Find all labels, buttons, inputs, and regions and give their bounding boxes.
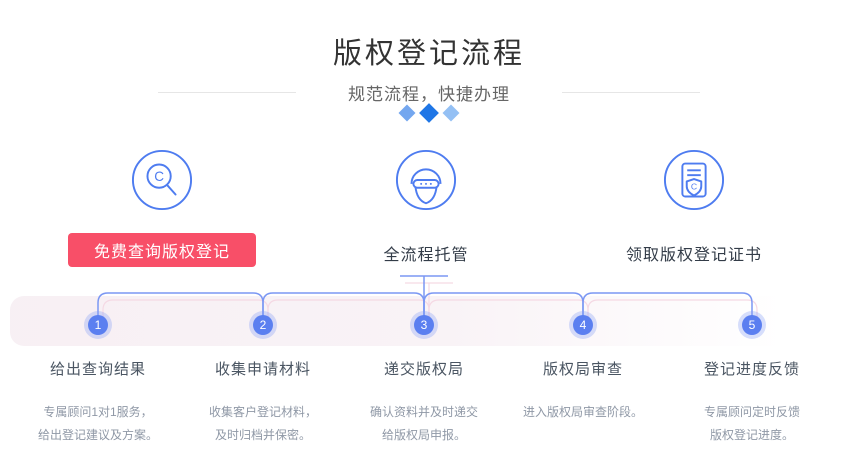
step-description: 确认资料并及时递交 给版权局申报。 [334, 401, 514, 447]
diamond-icon [398, 104, 416, 122]
subtitle-row: 规范流程，快捷办理 [0, 80, 858, 105]
step-node-3: 3 [414, 315, 434, 335]
desc-line: 专属顾问定时反馈 [703, 405, 800, 419]
svg-text:C: C [154, 169, 164, 184]
step-node-1: 1 [88, 315, 108, 335]
desc-line: 进入版权局审查阶段。 [522, 405, 643, 419]
step-description: 进入版权局审查阶段。 [493, 401, 673, 424]
diamond-icon [419, 103, 439, 123]
page-title: 版权登记流程 [332, 38, 525, 70]
divider-right [562, 92, 700, 93]
step-column: 收集申请材料 收集客户登记材料， 及时归档并保密。 [173, 358, 353, 447]
step-column: 递交版权局 确认资料并及时递交 给版权局申报。 [334, 358, 514, 447]
step-title: 给出查询结果 [49, 361, 146, 378]
desc-line: 版权登记进度。 [709, 428, 794, 442]
free-query-button[interactable]: 免费查询版权登记 [68, 233, 256, 267]
diamond-accents [0, 103, 858, 123]
step-description: 专属顾问1对1服务， 给出登记建议及方案。 [8, 401, 188, 447]
feature-label-certificate: 领取版权登记证书 [625, 247, 762, 264]
desc-line: 及时归档并保密。 [214, 428, 311, 442]
svg-text:C: C [691, 182, 697, 192]
step-title: 版权局审查 [542, 361, 623, 378]
step-column: 登记进度反馈 专属顾问定时反馈 版权登记进度。 [662, 358, 842, 447]
step-node-4: 4 [573, 315, 593, 335]
step-title: 收集申请材料 [214, 361, 311, 378]
diamond-icon [442, 104, 460, 122]
copyright-search-icon: C [131, 149, 193, 211]
certificate-icon: C [663, 149, 725, 211]
step-node-2: 2 [253, 315, 273, 335]
timeline-background-band [10, 296, 816, 346]
divider-left [158, 92, 296, 93]
feature-label-hosting: 全流程托管 [383, 247, 469, 264]
step-title: 递交版权局 [383, 361, 464, 378]
agent-icon [395, 149, 457, 211]
desc-line: 专属顾问1对1服务， [43, 405, 153, 419]
step-column: 版权局审查 进入版权局审查阶段。 [493, 358, 673, 424]
page-subtitle: 规范流程，快捷办理 [348, 85, 510, 104]
step-description: 收集客户登记材料， 及时归档并保密。 [173, 401, 353, 447]
step-title: 登记进度反馈 [703, 361, 800, 378]
timeline-connector [97, 275, 758, 329]
desc-line: 收集客户登记材料， [208, 405, 317, 419]
desc-line: 确认资料并及时递交 [369, 405, 478, 419]
step-description: 专属顾问定时反馈 版权登记进度。 [662, 401, 842, 447]
step-node-5: 5 [742, 315, 762, 335]
desc-line: 给出登记建议及方案。 [37, 428, 158, 442]
step-column: 给出查询结果 专属顾问1对1服务， 给出登记建议及方案。 [8, 358, 188, 447]
desc-line: 给版权局申报。 [381, 428, 466, 442]
